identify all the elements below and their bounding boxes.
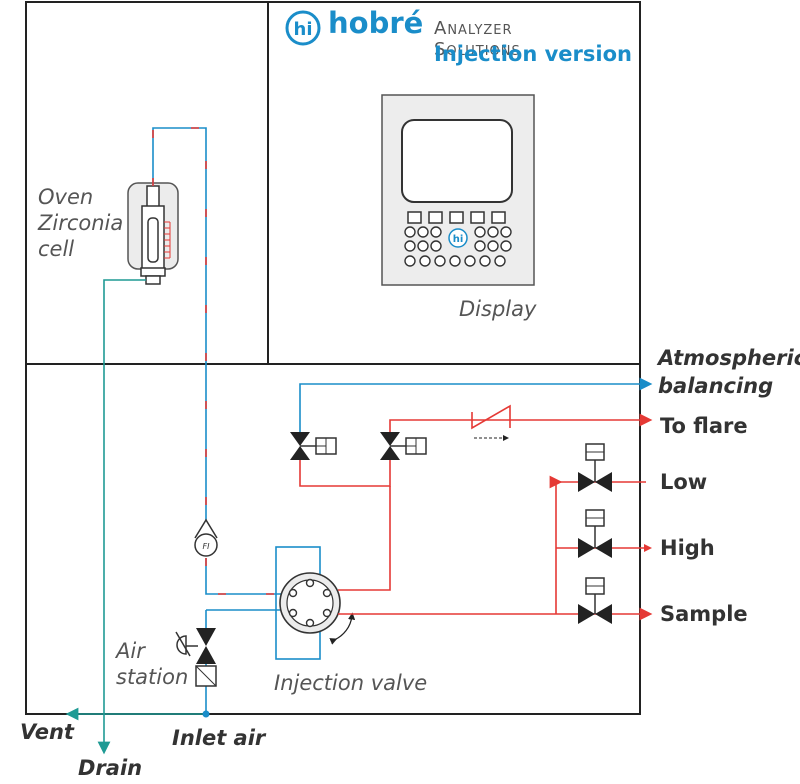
atmospheric-line-1: Atmospheric: [658, 346, 800, 370]
drain-line: [97, 279, 146, 755]
drain-label: Drain: [78, 756, 143, 780]
version-label: Injection version: [434, 42, 632, 66]
stream-valve-high: [578, 509, 612, 558]
atmospheric-line: [299, 377, 653, 432]
brand-name: hobré: [328, 6, 424, 40]
injection-valve-label: Injection valve: [274, 671, 428, 695]
display-logo-badge: [448, 228, 468, 248]
inlet-air-label: Inlet air: [172, 726, 266, 750]
air-station-label: Air station: [116, 638, 188, 690]
flare-valve: [380, 432, 427, 460]
inlet-air-node: [202, 710, 210, 718]
brand-logo-glyph: hi: [294, 19, 313, 40]
display-softkeys: [407, 211, 506, 224]
vent-label: Vent: [20, 720, 74, 744]
display-keypad: [404, 226, 512, 267]
brand-tagline: Analyzer Solutions: [434, 18, 521, 60]
display-unit: hi: [381, 94, 535, 286]
check-valve: [471, 404, 511, 441]
oven-label-line-1: Oven: [38, 185, 94, 209]
atmospheric-valve: [290, 432, 337, 460]
high-label: High: [660, 536, 715, 560]
cell-sample-loop: [152, 127, 282, 595]
air-station-line-2: station: [116, 665, 189, 689]
stream-valve-sample: [578, 577, 612, 624]
injection-valve: [275, 546, 356, 660]
oven-label-line-2: Zirconia: [38, 211, 124, 235]
stream-valve-low: [578, 443, 612, 492]
sample-label: Sample: [660, 602, 748, 626]
brand-logo-icon: [285, 10, 321, 46]
oven-label: Oven Zirconia cell: [38, 184, 123, 262]
cabinet-frame: [25, 1, 641, 715]
atmospheric-label: Atmospheric balancing: [658, 344, 800, 400]
oven-label-line-3: cell: [38, 237, 75, 261]
flow-indicator: FI: [194, 518, 218, 557]
zirconia-cell: [127, 182, 179, 285]
high-inlet-arrow: [644, 544, 652, 552]
atmospheric-line-2: balancing: [658, 374, 774, 398]
display-label: Display: [459, 297, 537, 321]
flow-indicator-label: FI: [203, 542, 211, 551]
low-label: Low: [660, 470, 708, 494]
display-logo-text: hi: [453, 234, 464, 245]
air-station: [175, 609, 282, 712]
air-station-line-1: Air: [116, 639, 145, 663]
to-flare-label: To flare: [660, 414, 748, 438]
